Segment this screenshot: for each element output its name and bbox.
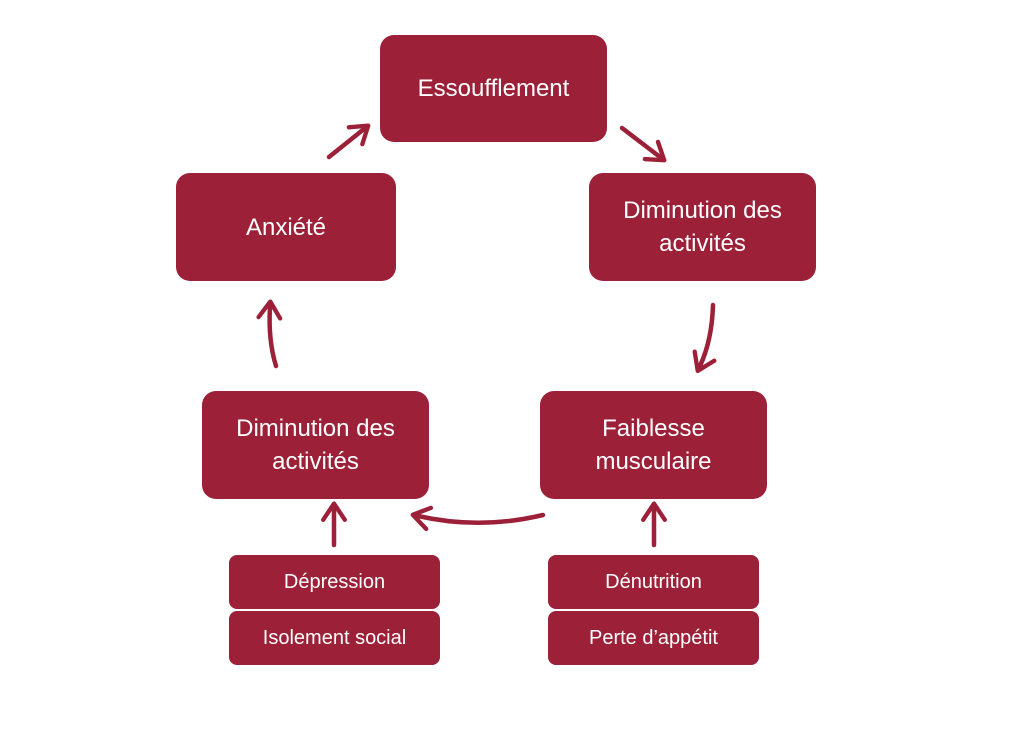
arrow-anxiete-to-essoufflement bbox=[326, 123, 371, 160]
factor-perte-appetit: Perte d’appétit bbox=[548, 611, 759, 665]
node-faiblesse-musculaire: Faiblesse musculaire bbox=[540, 391, 767, 499]
factor-perte-appetit-label: Perte d’appétit bbox=[589, 627, 718, 649]
node-essoufflement: Essoufflement bbox=[380, 35, 607, 142]
node-faiblesse-line2: musculaire bbox=[595, 448, 712, 475]
factor-depression-label: Dépression bbox=[283, 571, 386, 593]
arrow-essoufflement-to-diminution bbox=[619, 125, 667, 163]
node-diminution-left-line1: Diminution des bbox=[236, 415, 395, 442]
node-diminution-left-line2: activités bbox=[272, 448, 359, 475]
arrow-diminution-left-to-anxiete bbox=[256, 299, 283, 369]
factor-depression: Dépression bbox=[229, 555, 440, 609]
arrow-faiblesse-to-diminution-left bbox=[410, 505, 546, 532]
node-anxiete: Anxiété bbox=[176, 173, 396, 281]
node-essoufflement-label: Essoufflement bbox=[417, 75, 570, 102]
node-anxiete-label: Anxiété bbox=[245, 213, 327, 241]
factor-denutrition-label: Dénutrition bbox=[605, 571, 702, 593]
arrow-diminution-to-faiblesse bbox=[692, 302, 717, 374]
factor-isolement-social-label: Isolement social bbox=[262, 627, 407, 649]
factor-denutrition: Dénutrition bbox=[548, 555, 759, 609]
node-diminution-activites-left: Diminution des activités bbox=[202, 391, 429, 499]
node-diminution-right-line1: Diminution des bbox=[623, 197, 782, 224]
node-faiblesse-line1: Faiblesse bbox=[602, 415, 705, 442]
node-diminution-right-line2: activités bbox=[659, 230, 746, 257]
node-diminution-activites-right: Diminution des activités bbox=[589, 173, 816, 281]
factor-isolement-social: Isolement social bbox=[229, 611, 440, 665]
